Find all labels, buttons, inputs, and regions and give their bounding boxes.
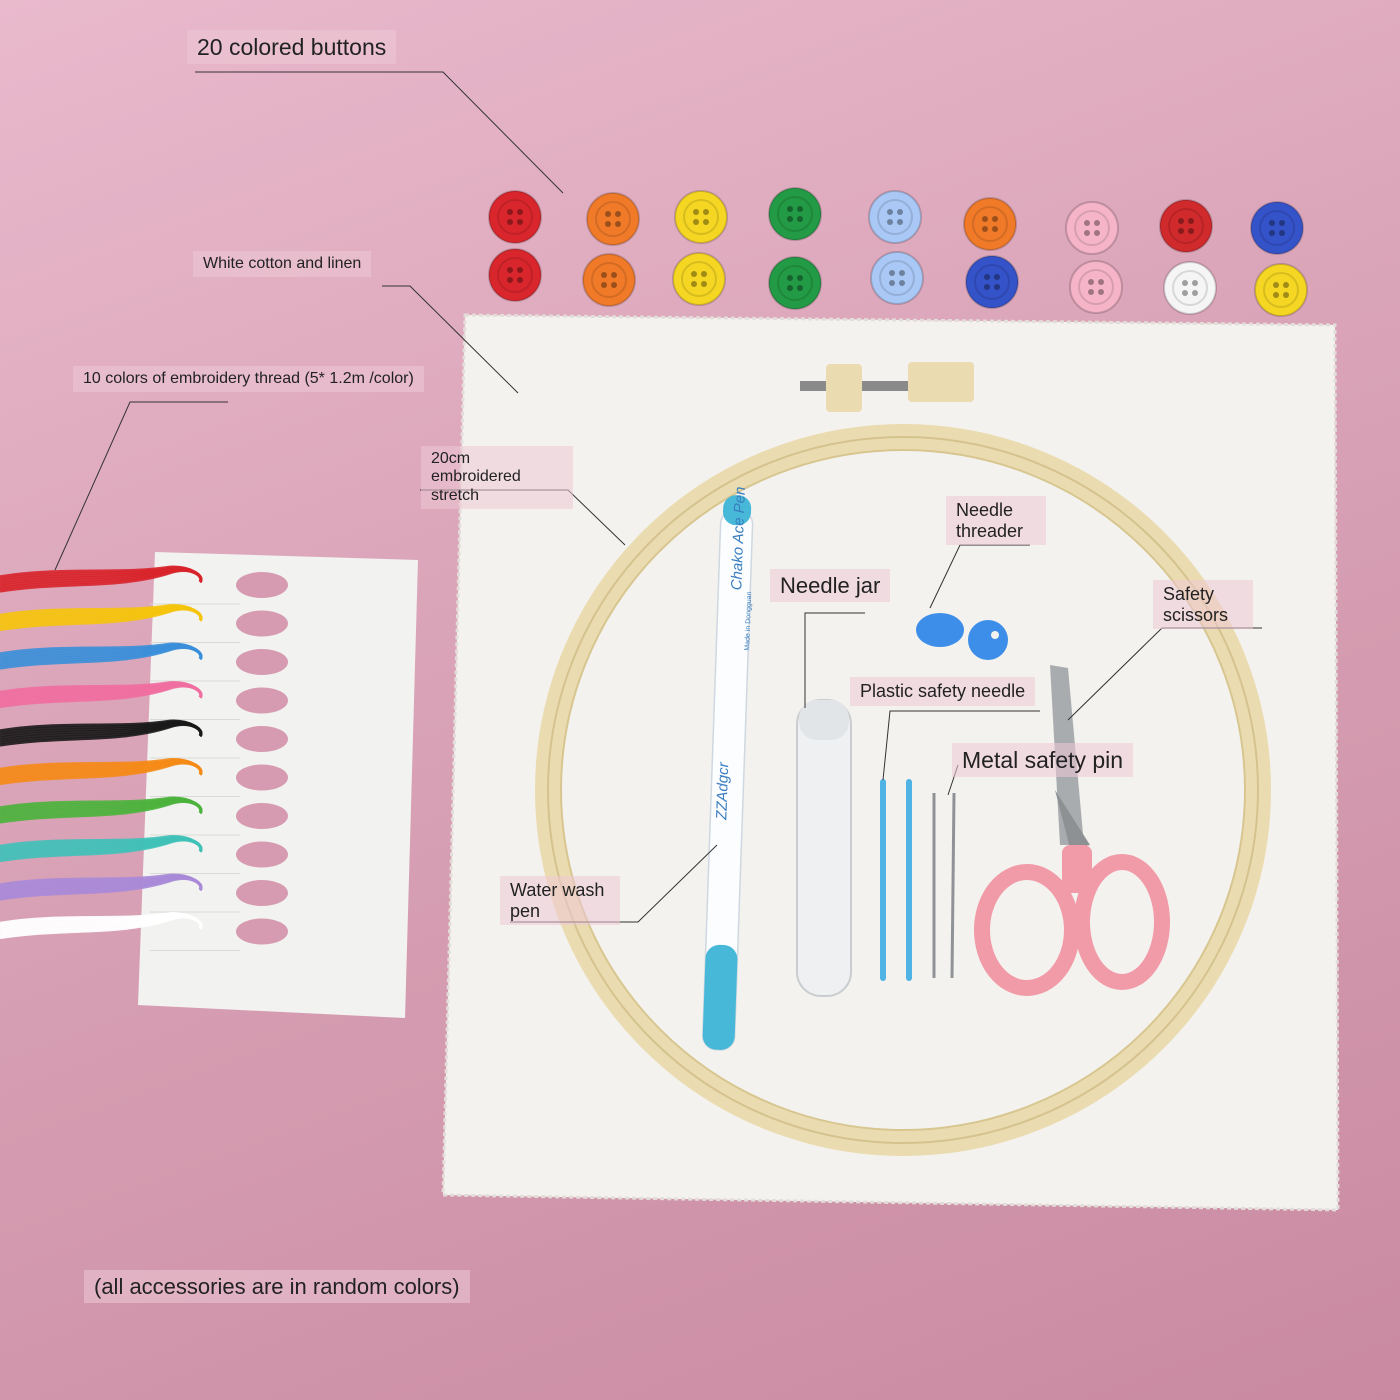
button — [1163, 261, 1217, 315]
label-colored-buttons: 20 colored buttons — [187, 30, 397, 65]
colored-buttons — [488, 187, 1308, 317]
metal-safety-pins — [932, 792, 956, 979]
label-embroidery-hoop: 20cm embroidered stretch — [421, 446, 573, 510]
plastic-safety-needles — [880, 779, 912, 981]
button — [674, 190, 728, 244]
thread-skein — [0, 912, 203, 940]
label-plastic-safety-needle: Plastic safety needle — [850, 677, 1036, 706]
button — [488, 248, 542, 302]
button — [1065, 201, 1119, 255]
button — [963, 197, 1017, 251]
button — [1069, 260, 1123, 314]
embroidery-threads — [0, 565, 203, 940]
button — [768, 256, 822, 310]
button — [870, 251, 924, 305]
pen-brand: ZZAdgcr — [713, 761, 732, 821]
label-embroidery-thread: 10 colors of embroidery thread (5* 1.2m … — [73, 366, 424, 393]
card-hole — [236, 726, 288, 752]
pen-text-origin: Made in Dongguan — [744, 591, 753, 650]
thread-skein — [0, 873, 203, 901]
card-hole — [236, 764, 288, 791]
water-wash-pen: Chako Ace Pen Made in Dongguan ZZAdgcr — [701, 486, 754, 1051]
thread-skein — [0, 565, 203, 593]
button — [672, 252, 726, 306]
card-hole — [236, 841, 288, 868]
thread-skein — [0, 642, 203, 670]
button — [1254, 263, 1308, 317]
thread-skein — [0, 758, 203, 786]
thread-skein — [0, 681, 203, 709]
label-metal-safety-pin: Metal safety pin — [952, 743, 1134, 778]
card-hole — [236, 918, 288, 945]
button — [1159, 199, 1213, 253]
card-hole — [236, 687, 288, 714]
safety-scissors — [974, 665, 1170, 996]
embroidery-hoop — [535, 362, 1271, 1156]
button — [768, 187, 822, 241]
label-water-wash-pen: Water wash pen — [500, 876, 620, 926]
button — [586, 192, 640, 246]
label-random-colors-note: (all accessories are in random colors) — [84, 1270, 470, 1304]
hoop-screw — [800, 381, 970, 391]
card-hole — [236, 572, 288, 598]
thread-skein — [0, 604, 203, 632]
button — [868, 190, 922, 244]
button — [965, 255, 1019, 309]
thread-card — [138, 552, 418, 1018]
button — [488, 190, 542, 244]
thread-skein — [0, 835, 203, 863]
pen-text-main: Chako Ace Pen — [728, 486, 749, 590]
needle-jar — [796, 699, 852, 997]
card-hole — [236, 649, 288, 675]
label-needle-threader: Needle threader — [946, 496, 1046, 546]
label-needle-jar: Needle jar — [770, 569, 891, 603]
button — [582, 253, 636, 307]
thread-skein — [0, 719, 203, 747]
card-hole — [236, 803, 288, 829]
thread-skein — [0, 796, 203, 824]
label-white-cotton: White cotton and linen — [193, 251, 372, 278]
label-safety-scissors: Safety scissors — [1153, 580, 1253, 630]
card-hole — [236, 610, 288, 637]
needle-threader — [916, 613, 1008, 660]
card-hole — [236, 880, 288, 906]
button — [1250, 201, 1304, 255]
